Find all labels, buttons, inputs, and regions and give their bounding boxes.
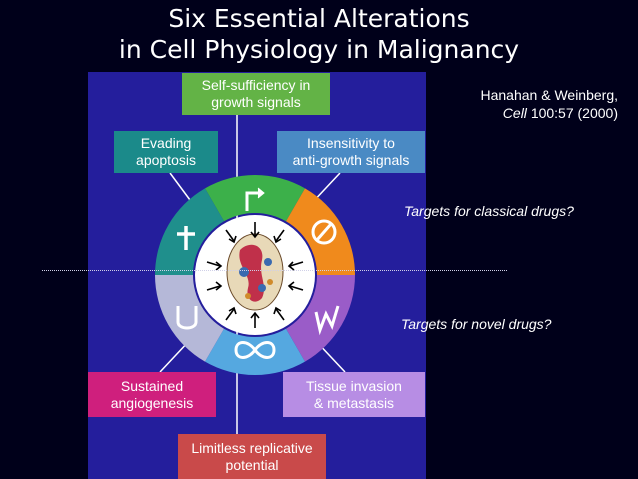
segment-invasion bbox=[286, 275, 355, 362]
cell-dot bbox=[267, 279, 273, 285]
cell-dot bbox=[264, 258, 272, 266]
segment-evading bbox=[155, 188, 224, 275]
hallmark-label-line1: Sustained bbox=[120, 377, 184, 394]
dotted-divider bbox=[42, 270, 507, 271]
cell-nucleus bbox=[239, 244, 264, 302]
slide-title-line2: in Cell Physiology in Malignancy bbox=[118, 35, 520, 64]
hallmark-label-line1: Self-sufficiency in bbox=[201, 77, 311, 93]
arrow-icon bbox=[245, 187, 265, 211]
infinity-icon bbox=[234, 341, 276, 359]
slide-title-line1: Six Essential Alterations bbox=[168, 4, 470, 33]
hallmark-label-line1: Limitless replicative bbox=[191, 439, 313, 456]
cross-icon bbox=[177, 226, 195, 250]
cell-dot bbox=[239, 267, 249, 277]
hallmark-label-line2: & metastasis bbox=[313, 394, 395, 411]
segment-self-sufficiency bbox=[205, 175, 305, 222]
hallmark-tissue-invasion: Tissue invasion & metastasis bbox=[283, 372, 425, 417]
hallmark-label-line2: growth signals bbox=[211, 94, 301, 110]
zigzag-icon bbox=[314, 305, 340, 336]
hallmark-label-line1: Insensitivity to bbox=[307, 135, 395, 151]
novel-drugs-note: Targets for novel drugs? bbox=[401, 316, 552, 332]
hallmark-label-line2: angiogenesis bbox=[110, 394, 194, 411]
hallmark-angiogenesis: Sustained angiogenesis bbox=[88, 372, 216, 417]
reference-citation: Hanahan & Weinberg, Cell 100:57 (2000) bbox=[481, 86, 619, 122]
hallmark-label-line1: Evading bbox=[140, 135, 192, 151]
reference-journal: Cell bbox=[502, 105, 527, 121]
classical-drugs-note: Targets for classical drugs? bbox=[404, 203, 574, 219]
hallmark-label-line2: potential bbox=[225, 456, 279, 473]
connector-line bbox=[169, 172, 191, 201]
cell-dot bbox=[258, 284, 266, 292]
no-sign-icon bbox=[311, 219, 337, 245]
hallmark-label-line1: Tissue invasion bbox=[306, 377, 402, 394]
segment-insensitivity bbox=[286, 188, 355, 275]
hallmark-insensitivity: Insensitivity to anti-growth signals bbox=[277, 131, 425, 173]
hallmark-label-line2: apoptosis bbox=[136, 152, 196, 168]
segment-angiogenesis bbox=[155, 275, 224, 362]
hallmark-evading-apoptosis: Evading apoptosis bbox=[114, 131, 218, 173]
inward-arrows bbox=[206, 222, 304, 328]
hallmark-self-sufficiency: Self-sufficiency in growth signals bbox=[182, 73, 330, 115]
reference-volume: 100:57 (2000) bbox=[530, 105, 618, 121]
cell-dot bbox=[245, 293, 251, 299]
reference-authors: Hanahan & Weinberg, bbox=[480, 87, 619, 103]
cup-icon bbox=[176, 306, 198, 330]
reference-journal-line: Cell 100:57 (2000) bbox=[481, 104, 618, 122]
hallmark-label-line2: anti-growth signals bbox=[292, 152, 410, 168]
hallmark-replicative-potential: Limitless replicative potential bbox=[178, 434, 326, 479]
